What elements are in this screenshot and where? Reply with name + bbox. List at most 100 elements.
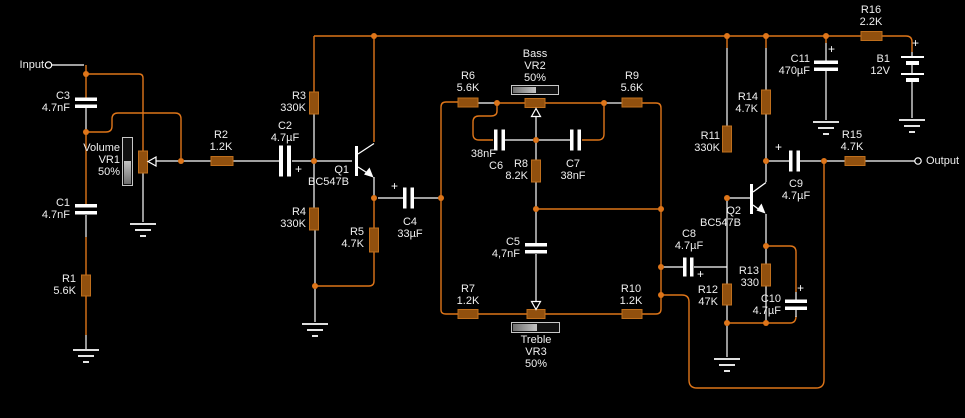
resistor-r13: [761, 263, 771, 287]
resistor-r14: [761, 89, 771, 115]
capacitor-c6: [494, 129, 505, 151]
resistor-r8: [531, 159, 541, 183]
resistor-r15: [844, 156, 866, 166]
capacitors: [75, 60, 838, 310]
battery-b1-icon: [901, 56, 924, 82]
resistor-r1: [81, 274, 91, 297]
output-label: Output: [926, 155, 960, 167]
resistor-r16: [860, 31, 883, 41]
bass-slider-fill: [513, 87, 536, 93]
resistor-r3: [309, 91, 319, 115]
capacitor-c11: [814, 60, 838, 71]
input-label: Input: [19, 59, 44, 71]
ground-icons: [73, 119, 925, 372]
input-terminal: [44, 61, 53, 69]
capacitor-c10: [785, 299, 807, 310]
label-c6-ref: C6: [489, 160, 504, 172]
resistor-r6: [457, 97, 479, 108]
capacitor-c8: [683, 257, 694, 277]
vr1-wiper-arrow: [146, 155, 157, 168]
bass-slider[interactable]: [511, 85, 559, 95]
ground-icon: [73, 349, 99, 363]
capacitor-c9: [789, 150, 800, 172]
volume-slider[interactable]: [122, 137, 133, 186]
potentiometer-vr1-body: [138, 150, 148, 174]
c9-polarity: +: [775, 140, 783, 154]
capacitor-c7: [570, 129, 581, 151]
resistor-r5: [369, 227, 379, 253]
potentiometer-vr2-body: [524, 98, 546, 108]
c2-polarity: +: [295, 162, 303, 176]
ground-icon: [302, 323, 328, 337]
capacitor-c5: [525, 243, 547, 254]
ground-icon: [130, 223, 156, 237]
wires-white: [52, 43, 915, 357]
vr2-wiper-arrow: [530, 107, 542, 118]
c10-polarity: +: [797, 281, 805, 295]
resistor-r9: [621, 97, 643, 108]
transistor-q1-icon: [355, 142, 375, 178]
label-c6-value: 38nF: [470, 148, 496, 160]
resistor-r11: [722, 125, 732, 153]
junction-dots: [83, 33, 829, 326]
resistor-r4: [309, 207, 319, 231]
output-terminal: [914, 157, 922, 165]
c4-polarity: +: [391, 179, 399, 193]
resistor-r2: [210, 156, 234, 166]
transistor-q2-icon: [750, 181, 767, 214]
resistor-r12: [722, 283, 732, 306]
wires-orange: [85, 35, 913, 389]
capacitor-c2: [279, 145, 291, 177]
treble-slider-fill: [513, 324, 537, 331]
c8-polarity: +: [697, 267, 705, 281]
c11-polarity: +: [828, 42, 836, 56]
b1-polarity: +: [912, 36, 920, 50]
resistors: [81, 31, 883, 319]
vr3-wiper-arrow: [530, 300, 542, 311]
ground-icon: [714, 358, 740, 372]
capacitor-c4: [403, 187, 414, 209]
capacitor-c1: [75, 204, 97, 215]
volume-slider-fill: [124, 160, 131, 184]
ground-icon: [813, 121, 839, 135]
capacitor-c3: [75, 97, 97, 108]
resistor-r7: [457, 309, 479, 319]
potentiometer-vr3-body: [526, 309, 546, 319]
treble-slider[interactable]: [511, 322, 560, 333]
resistor-r10: [621, 309, 643, 319]
